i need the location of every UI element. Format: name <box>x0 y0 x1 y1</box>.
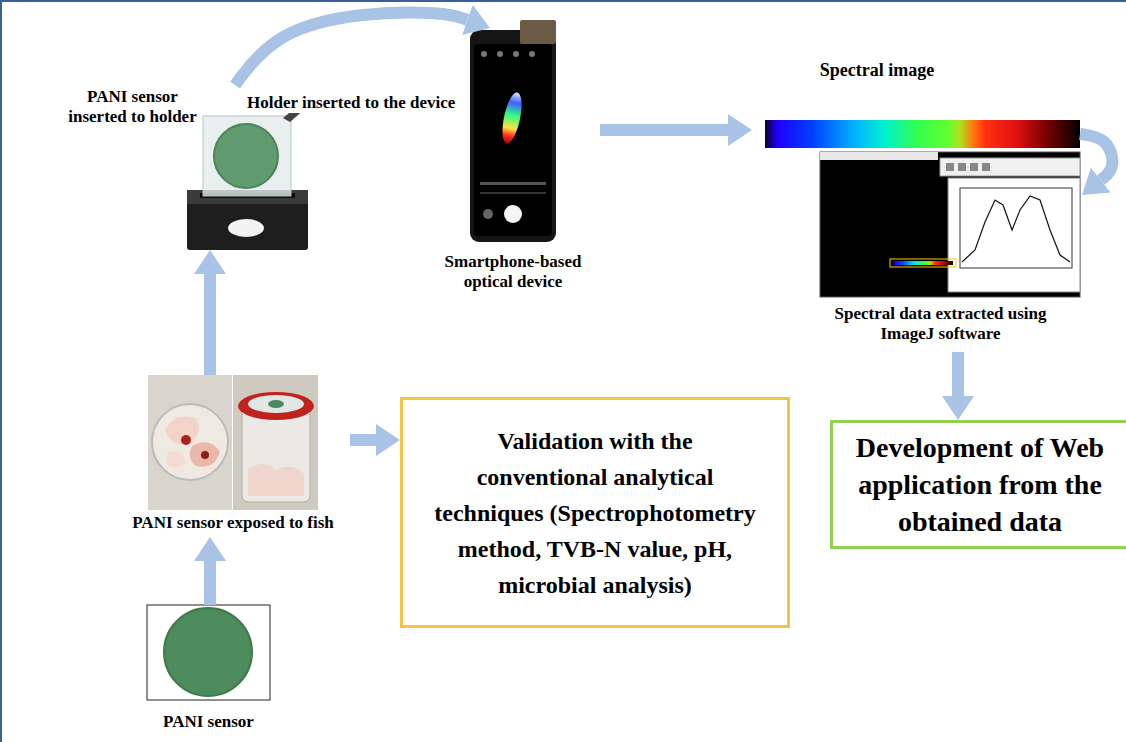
fish-jar-photo-part <box>190 442 220 467</box>
fish-jar-photo-part <box>233 375 318 510</box>
holder-photo <box>187 104 308 250</box>
smartphone-photo-part <box>480 192 546 194</box>
edge-label: Holder inserted to the device <box>245 93 457 113</box>
fish-jar-photo-part <box>165 417 199 445</box>
imagej-screenshot-part <box>948 178 1080 292</box>
holder-photo-part <box>214 124 278 188</box>
imagej-screenshot-part <box>890 259 956 267</box>
photo-label: Smartphone-based optical device <box>428 252 598 293</box>
smartphone-photo-part <box>481 51 487 57</box>
flow-arrow <box>600 124 728 136</box>
photo-label: PANI sensor inserted to holder <box>60 87 205 128</box>
fish-jar-photo-part <box>181 435 191 445</box>
photo-panel: PANI sensor <box>140 605 279 737</box>
smartphone-photo-part <box>529 51 535 57</box>
imagej-screenshot-part <box>940 158 1080 176</box>
photo-panel: Spectral data extracted using ImageJ sof… <box>800 152 1082 352</box>
imagej-screenshot <box>820 152 1080 297</box>
smartphone-photo-part <box>504 205 522 223</box>
box-text: Development of Web application from the … <box>849 429 1111 540</box>
photo-label: PANI sensor exposed to fish <box>118 513 348 533</box>
process-box: Validation with the conventional analyti… <box>400 397 790 628</box>
fish-jar-photo-part <box>166 451 186 467</box>
photo-label: PANI sensor <box>140 712 277 732</box>
spectrum-strip-part <box>765 120 1080 148</box>
photo-panel: Smartphone-based optical device <box>428 28 600 313</box>
photo-label: Spectral data extracted using ImageJ sof… <box>813 304 1068 345</box>
fish-jar-photo-part <box>238 392 314 420</box>
fish-jar-photo-part <box>268 400 284 408</box>
smartphone-photo-part <box>480 182 546 185</box>
smartphone-photo-part <box>497 51 503 57</box>
imagej-screenshot-part <box>946 163 954 171</box>
smartphone-photo-part <box>474 44 552 236</box>
fish-jar-photo-part <box>248 395 304 413</box>
photo-panel: PANI sensor exposed to fish <box>118 375 350 537</box>
imagej-screenshot-part <box>958 163 966 171</box>
smartphone-photo <box>470 20 556 242</box>
flow-arrow <box>204 561 216 605</box>
imagej-screenshot-part <box>970 163 978 171</box>
pani-sensor-photo-part <box>164 608 252 696</box>
smartphone-photo-part <box>513 51 519 57</box>
imagej-screenshot-part <box>820 152 938 160</box>
fish-jar-photo-part <box>248 464 304 496</box>
pani-sensor-photo <box>147 605 270 700</box>
imagej-screenshot-part <box>982 163 990 171</box>
flow-arrow <box>1080 134 1112 180</box>
smartphone-photo-part <box>483 209 493 219</box>
holder-photo-part <box>228 219 264 237</box>
fish-jar-photo-part <box>152 404 228 480</box>
smartphone-photo-part <box>499 91 525 145</box>
flow-arrow <box>350 434 376 446</box>
fish-jar-photo-part <box>242 410 310 502</box>
flow-arrow <box>235 12 467 85</box>
photo-panel: Spectral image <box>752 58 1080 150</box>
fish-jar-photo-part <box>201 451 209 459</box>
process-box: Development of Web application from the … <box>830 420 1126 549</box>
holder-photo-part <box>203 116 291 196</box>
imagej-screenshot-part <box>820 152 1080 297</box>
edge-label-holder: Holder inserted to the device <box>245 93 457 113</box>
fish-jar-photo <box>148 375 318 510</box>
smartphone-photo-part <box>520 20 556 44</box>
imagej-screenshot-part <box>893 261 953 265</box>
fish-jar-photo-part <box>148 375 232 510</box>
imagej-screenshot-part <box>962 196 1070 262</box>
box-text: Validation with the conventional analyti… <box>432 423 758 603</box>
pani-sensor-photo-part <box>147 605 270 700</box>
imagej-screenshot-part <box>960 188 1072 268</box>
flow-arrow <box>952 352 964 396</box>
holder-photo-part <box>214 124 278 188</box>
spectrum-strip <box>765 120 1080 148</box>
holder-photo-part <box>187 190 308 250</box>
photo-label: Spectral image <box>757 60 997 82</box>
smartphone-photo-part <box>470 30 556 242</box>
flow-arrow <box>204 274 216 375</box>
pani-sensor-photo-part <box>164 608 252 696</box>
